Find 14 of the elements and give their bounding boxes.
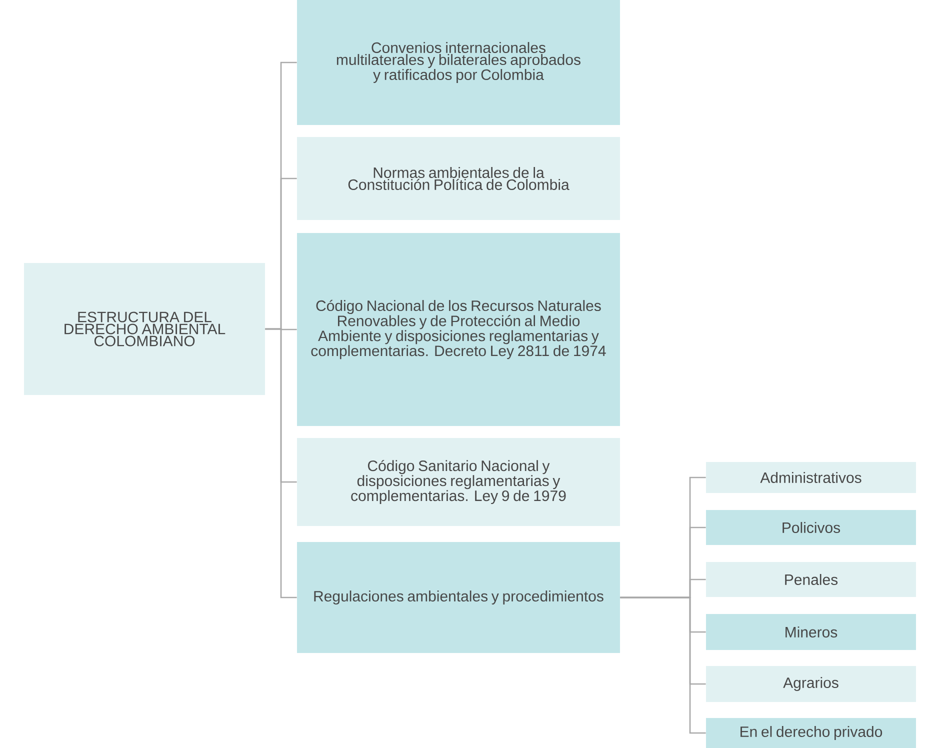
subcategory-box: Policivos <box>706 510 916 545</box>
subcategory-box: Agrarios <box>706 666 916 702</box>
connector-line <box>265 328 297 598</box>
category-box: Convenios internacionales multilaterales y bilaterales aprobados y ratificados por Colombia <box>297 0 620 125</box>
subcategory-box: Administrativos <box>706 462 916 493</box>
subcategory-box: Penales <box>706 562 916 597</box>
root-box: ESTRUCTURA DEL DERECHO AMBIENTAL COLOMBIANO <box>24 263 265 395</box>
subcategory-box: Mineros <box>706 614 916 650</box>
category-box: Código Sanitario Nacional y disposiciones reglamentarias y complementarias. Ley 9 de 1979 <box>297 438 620 526</box>
category-box: Normas ambientales de la Constitución Política de Colombia <box>297 137 620 220</box>
category-box: Código Nacional de los Recursos Naturales Renovables y de Protección al Medio Ambiente y disposiciones reglamentarias y complementarias. Decreto Ley 2811 de 1974 <box>297 233 620 426</box>
category-box: Regulaciones ambientales y procedimientos <box>297 542 620 653</box>
connector-line <box>620 596 706 734</box>
subcategory-box: En el derecho privado <box>706 718 916 748</box>
